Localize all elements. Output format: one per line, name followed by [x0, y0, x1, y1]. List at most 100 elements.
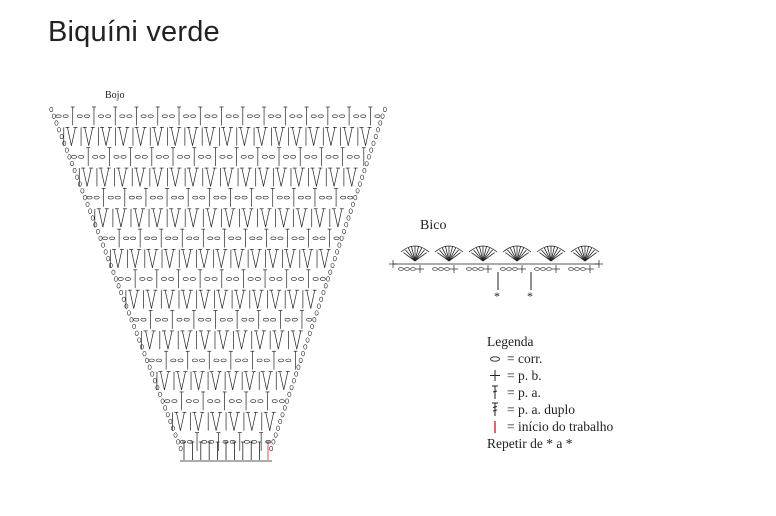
chain-stitch	[296, 114, 303, 118]
chain-stitch	[256, 236, 263, 240]
chain-stitch	[261, 155, 268, 159]
v-stitch	[130, 208, 146, 228]
chain-stitch	[321, 289, 326, 296]
chain-stitch	[398, 267, 404, 271]
chain-stitch	[130, 236, 137, 240]
bojo-row	[119, 289, 326, 309]
chain-stitch	[296, 364, 301, 370]
chain-stitch	[289, 114, 296, 118]
legend-item-start-marker: = início do trabalho	[487, 418, 613, 435]
chain-stitch	[232, 114, 239, 118]
legend-item-single-crochet: = p. b.	[487, 367, 613, 384]
chain-stitch	[339, 114, 345, 118]
chain-stitch	[119, 289, 124, 296]
v-stitch	[247, 249, 262, 268]
chain-stitch	[150, 195, 156, 200]
chain-stitch	[374, 114, 381, 118]
chain-stitch	[277, 236, 284, 240]
v-stitch	[184, 167, 199, 187]
chain-stitch	[382, 106, 387, 112]
chain-stitch	[98, 235, 103, 241]
chain-stitch	[351, 201, 355, 207]
chain-stitch	[57, 127, 61, 133]
chain-stitch	[236, 399, 242, 403]
chain-stitch	[534, 267, 540, 271]
chain-stitch	[192, 195, 199, 200]
chain-stitch	[168, 418, 173, 425]
chain-stitch	[92, 155, 99, 159]
chain-stitch	[444, 267, 450, 271]
v-stitch	[190, 371, 205, 391]
chain-stitch	[275, 114, 282, 118]
chain-stitch	[64, 147, 69, 153]
chain-stitch	[243, 440, 250, 444]
chain-stitch	[362, 167, 367, 174]
v-stitch	[311, 208, 326, 228]
chain-stitch	[333, 236, 340, 240]
chain-stitch	[276, 195, 283, 200]
v-stitch	[275, 208, 290, 228]
chain-stitch	[240, 155, 247, 159]
chain-stitch	[75, 174, 80, 180]
chain-stitch	[178, 446, 183, 452]
legend-label-double-crochet: = p. a.	[507, 385, 541, 400]
v-stitch	[148, 208, 164, 228]
chain-stitch	[432, 267, 438, 271]
chain-stitch	[360, 114, 367, 118]
chain-stitch	[357, 181, 362, 187]
v-stitch	[267, 289, 282, 309]
bico-shell	[502, 245, 532, 262]
chain-stitch	[164, 399, 171, 403]
chain-stitch	[291, 378, 296, 384]
v-stitch	[225, 411, 240, 431]
v-stitch	[202, 167, 217, 187]
chain-stitch	[117, 277, 124, 281]
chain-stitch	[108, 262, 113, 269]
v-stitch	[166, 208, 182, 228]
chain-stitch	[254, 114, 260, 118]
double-crochet-icon	[487, 384, 507, 401]
chain-stitch	[332, 256, 337, 262]
chain-stitch	[270, 318, 277, 322]
chain-stitch	[466, 267, 472, 271]
chain-stitch	[185, 399, 192, 403]
chain-stitch	[86, 195, 93, 200]
chain-stitch	[198, 155, 205, 159]
chain-stitch	[540, 267, 546, 271]
chain-stitch	[312, 317, 317, 323]
chain-stitch	[70, 161, 74, 167]
repeat-note: Repetir de * a *	[487, 436, 573, 451]
chain-stitch	[199, 195, 206, 200]
chain-stitch	[378, 120, 383, 126]
v-stitch	[160, 289, 176, 309]
chain-stitch	[62, 140, 67, 146]
chain-stitch	[225, 114, 232, 118]
bojo-label: Bojo	[105, 90, 125, 101]
chain-stitch	[147, 114, 154, 118]
chain-stitch	[472, 267, 478, 271]
chain-stitch	[211, 114, 218, 118]
chain-stitch	[204, 114, 211, 118]
v-stitch	[305, 127, 320, 146]
v-stitch	[178, 289, 193, 309]
v-stitch	[239, 208, 254, 228]
chain-stitch	[213, 358, 220, 363]
bojo-row	[64, 147, 374, 167]
chain-stitch	[353, 114, 360, 118]
chain-stitch	[241, 195, 248, 200]
chain-stitch	[228, 399, 235, 403]
v-stitch	[219, 127, 234, 146]
chain-stitch	[161, 114, 168, 118]
chain-stitch	[344, 222, 349, 228]
chain-stitch	[332, 114, 338, 118]
chain-stitch	[291, 277, 297, 281]
chain-stitch	[342, 228, 346, 235]
chain-stitch	[114, 195, 121, 200]
v-stitch	[302, 289, 317, 309]
chain-stitch	[76, 114, 83, 118]
chain-stitch	[83, 114, 90, 118]
chain-stitch	[270, 236, 277, 240]
v-stitch	[94, 208, 109, 228]
v-stitch	[322, 127, 337, 146]
v-stitch	[159, 330, 174, 350]
